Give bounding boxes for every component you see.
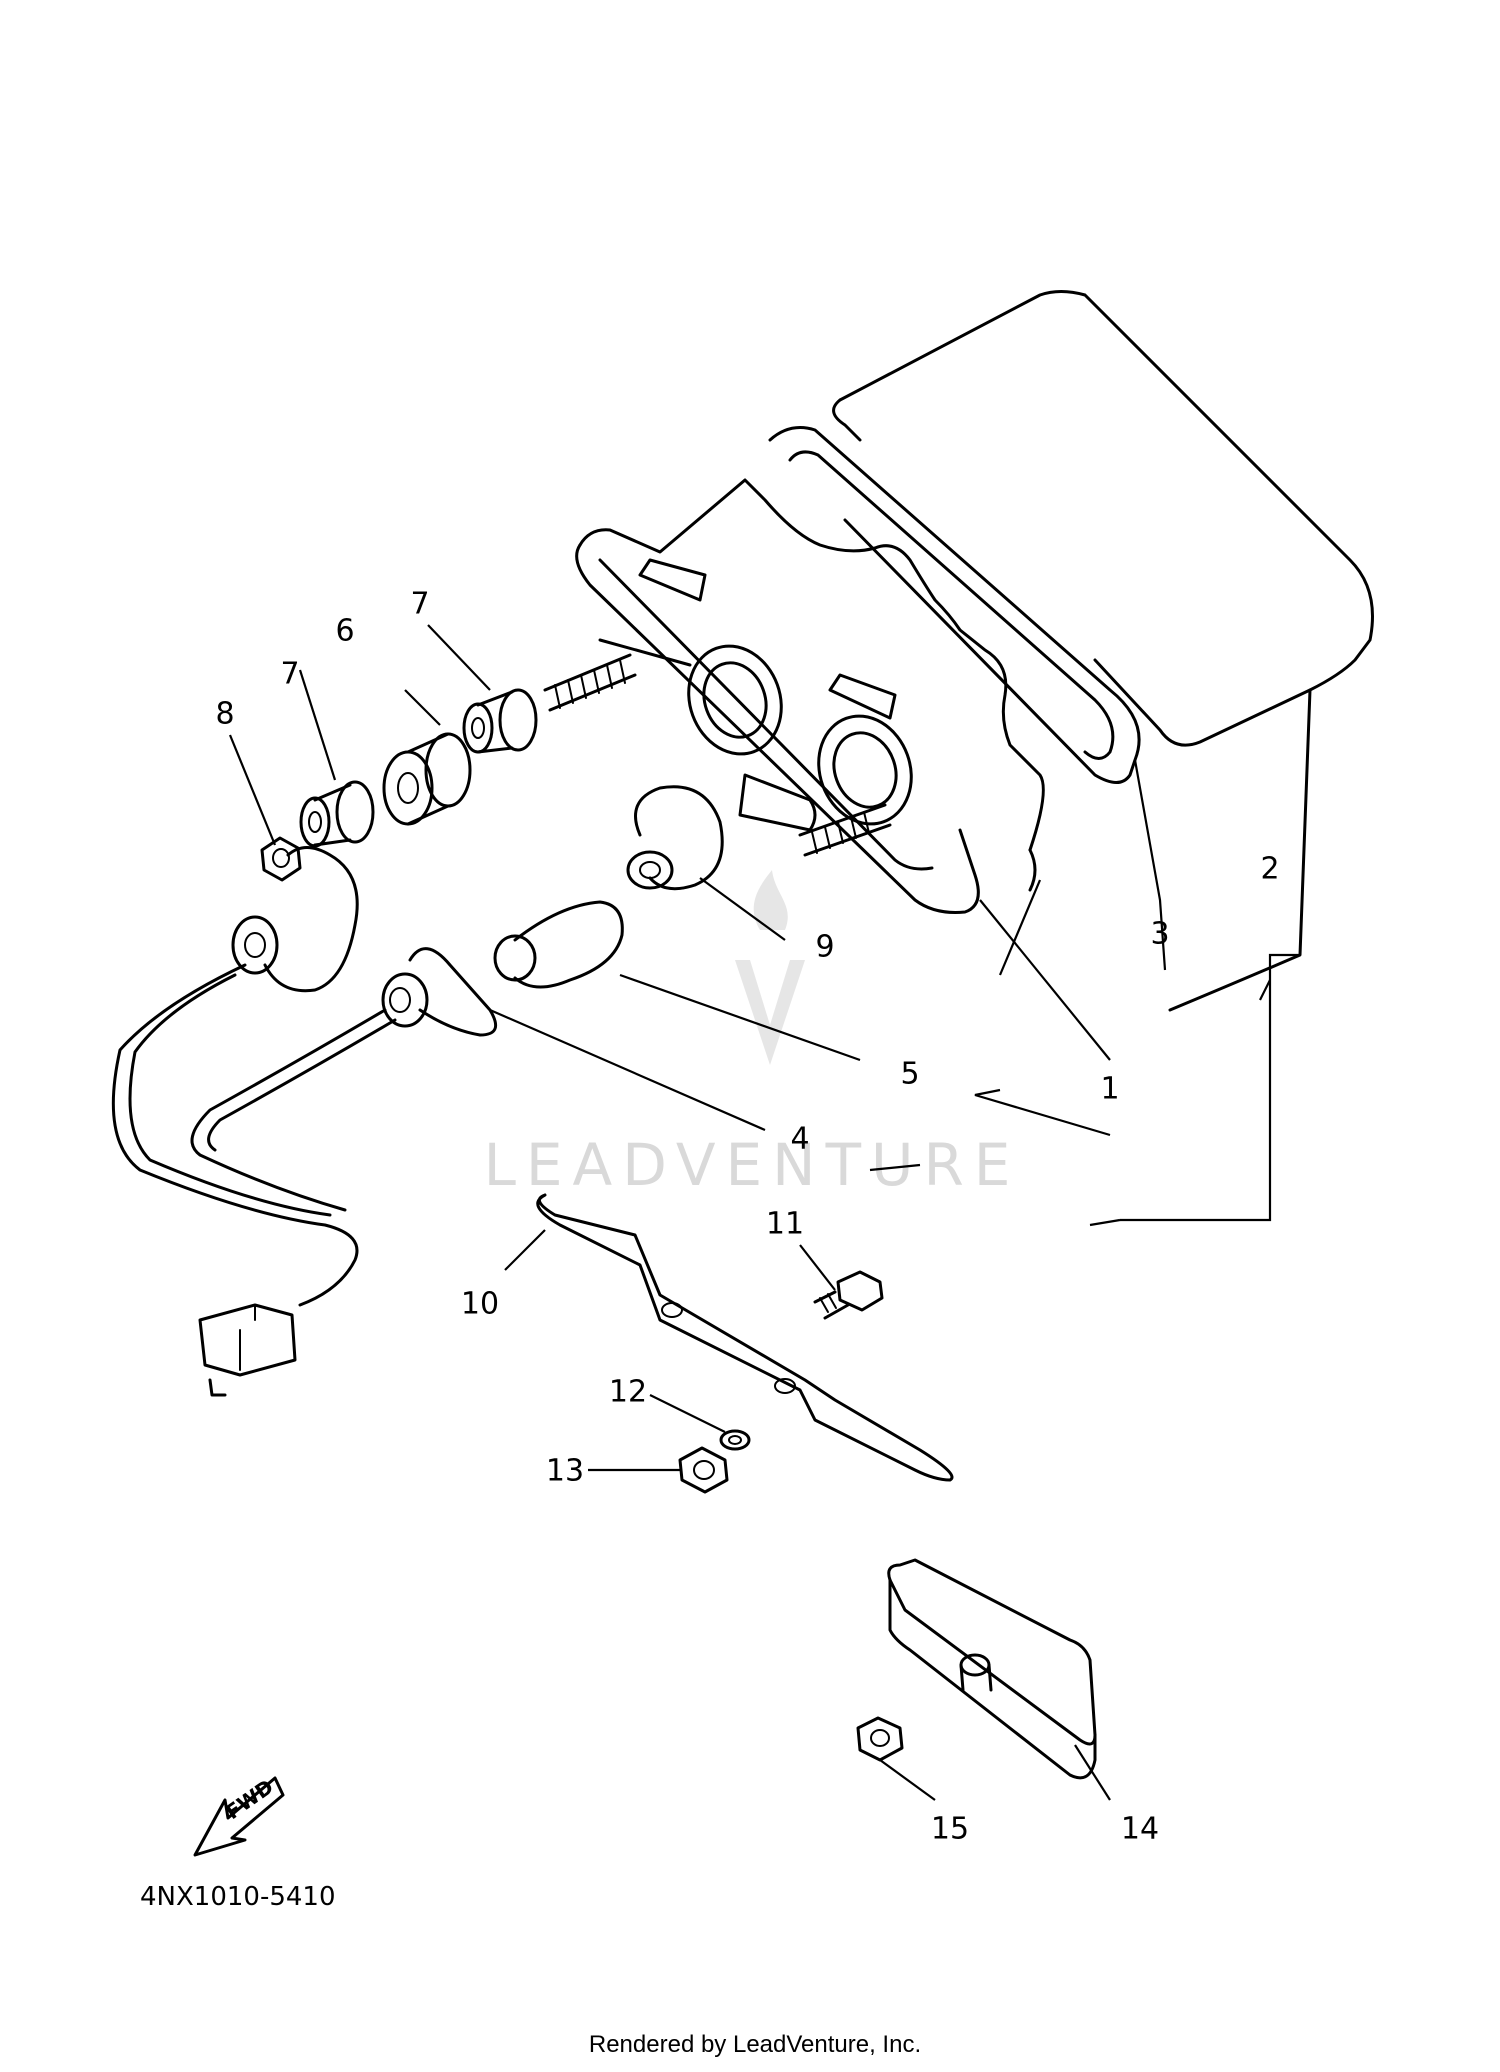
gasket-part-3	[768, 426, 1141, 784]
callout-10: 10	[461, 1287, 499, 1322]
leader-lines	[228, 624, 1300, 1801]
callout-6: 6	[335, 614, 354, 649]
callout-8: 8	[215, 697, 234, 732]
housing-part-1	[543, 478, 1045, 914]
callout-9: 9	[815, 930, 834, 965]
leadventure-watermark: LEADVENTURE	[484, 870, 1021, 1199]
lens-part-2	[832, 290, 1374, 1012]
diagram-code: 4NX1010-5410	[140, 1882, 336, 1912]
callout-15: 15	[931, 1812, 969, 1847]
socket-harness-part-4	[111, 846, 498, 1397]
washer-part-12	[719, 1429, 751, 1451]
callout-13: 13	[546, 1454, 584, 1489]
nut-part-13	[678, 1446, 729, 1494]
callout-5: 5	[900, 1057, 919, 1092]
bolt-part-11	[813, 1270, 884, 1320]
rendered-by-footer: Rendered by LeadVenture, Inc.	[589, 2031, 921, 2058]
callout-14: 14	[1121, 1812, 1159, 1847]
callouts: 1 2 3 4 5 6 7 7 8 9 10 11 12 13 14 15	[215, 587, 1279, 1847]
callout-1: 1	[1100, 1072, 1119, 1107]
callout-2: 2	[1260, 852, 1279, 887]
callout-3: 3	[1150, 917, 1169, 952]
callout-7-upper: 7	[410, 587, 429, 622]
bulb-part-5	[493, 900, 624, 989]
grommet-part-7-upper	[462, 688, 538, 754]
reflector-part-14	[887, 1558, 1097, 1780]
nut-part-8	[260, 836, 302, 882]
grommet-part-7-lower	[299, 780, 375, 848]
callout-7-lower: 7	[280, 657, 299, 692]
nut-part-15	[856, 1716, 904, 1762]
fwd-arrow-icon: FWD	[193, 1774, 285, 1857]
bulb-part-9	[626, 785, 724, 891]
watermark-text: LEADVENTURE	[484, 1131, 1021, 1199]
callout-4: 4	[790, 1122, 809, 1157]
callout-11: 11	[766, 1207, 804, 1242]
collar-part-6	[382, 732, 472, 826]
callout-12: 12	[609, 1375, 647, 1410]
bracket-part-10	[536, 1193, 954, 1482]
